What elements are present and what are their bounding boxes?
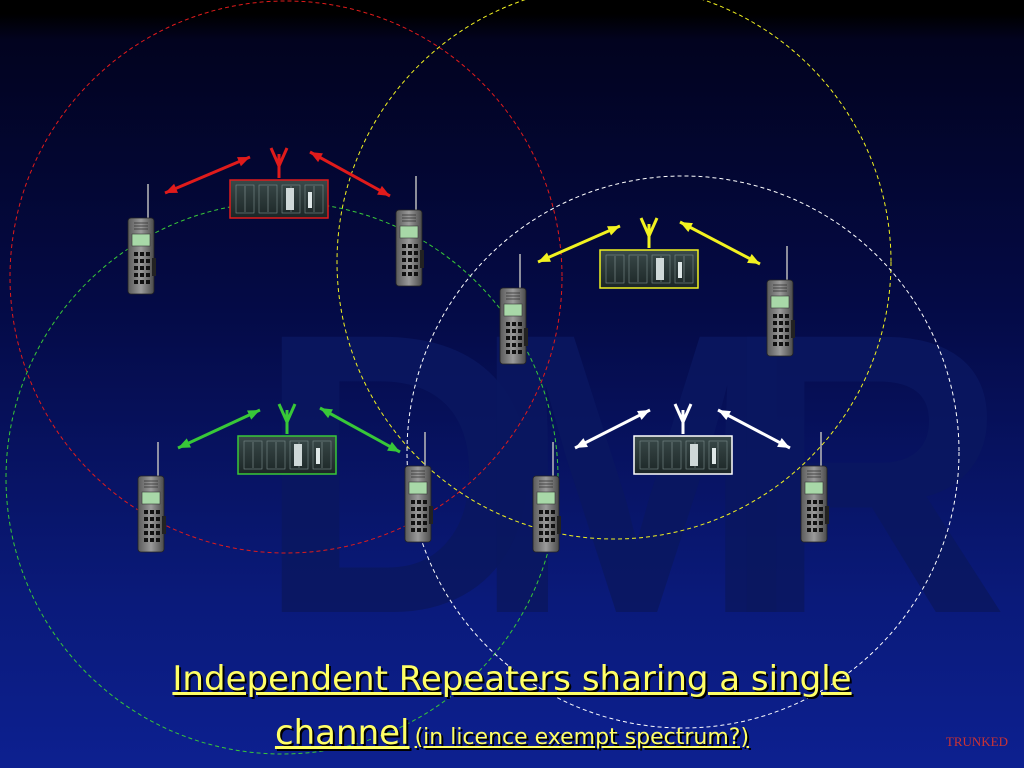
title-line-1: Independent Repeaters sharing a single [172,659,852,699]
repeater-unit-icon [599,249,699,289]
coverage-circle-yellow [336,0,892,540]
slide-title: Independent Repeaters sharing a single c… [0,655,1024,763]
repeater-unit-icon [229,179,329,219]
double-arrow-icon [537,224,621,264]
handheld-radio-icon [532,442,561,553]
double-arrow-icon [177,408,261,450]
handheld-radio-icon [499,254,528,365]
repeater-green [177,403,401,475]
double-arrow-icon [717,408,791,450]
handheld-radio-icon [766,246,795,357]
antenna-icon [639,217,659,248]
handheld-radio-icon [127,184,156,295]
handheld-radio-icon [800,432,829,543]
double-arrow-icon [319,406,401,454]
coverage-circle-white [406,175,960,729]
antenna-icon [277,403,297,434]
double-arrow-icon [679,220,761,266]
double-arrow-icon [309,150,391,198]
handheld-radio-icon [395,176,424,287]
handheld-radio-icon [404,432,433,543]
footer-tag: TRUNKED [945,734,1008,749]
watermark-letter-r: R [720,250,1009,697]
dmr-watermark: D M R [255,250,1009,697]
repeater-red [164,147,391,219]
repeater-unit-icon [633,435,733,475]
repeater-unit-icon [237,435,337,475]
title-line-2: channel [274,713,410,753]
coverage-circle-red [9,0,563,554]
double-arrow-icon [574,408,651,450]
repeater-white [574,403,791,475]
handheld-radio-icon [137,442,166,553]
repeater-yellow [537,217,761,289]
antenna-icon [673,403,693,434]
antenna-icon [269,147,289,178]
double-arrow-icon [164,155,251,195]
title-subtitle: (in licence exempt spectrum?) [414,725,750,750]
